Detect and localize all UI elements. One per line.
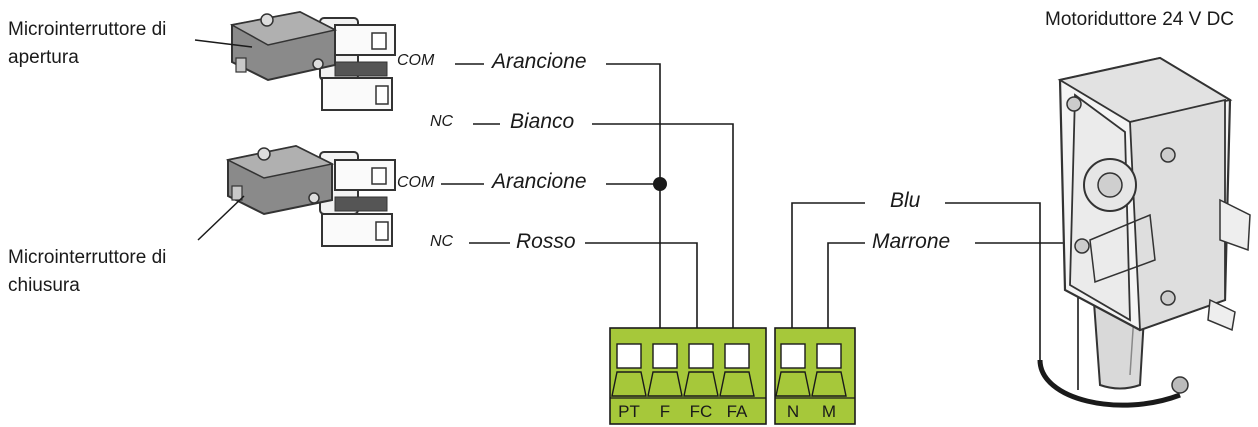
pin-com-2: COM bbox=[397, 174, 435, 191]
wire-marrone bbox=[827, 242, 865, 340]
wire-label-rosso: Rosso bbox=[516, 230, 576, 253]
pin-nc-2: NC bbox=[430, 233, 454, 250]
wire-blu-motor bbox=[945, 202, 1041, 360]
wire-blu bbox=[791, 202, 865, 340]
wire-bianco bbox=[473, 123, 733, 335]
wire-label-arancione-2: Arancione bbox=[492, 170, 587, 193]
wire-label-bianco: Bianco bbox=[510, 110, 575, 133]
wire-rosso bbox=[469, 242, 697, 335]
micro-close-label-line2: chiusura bbox=[8, 275, 80, 296]
wire-label-arancione-1: Arancione bbox=[492, 50, 587, 73]
terminal-fa: FA bbox=[726, 402, 748, 421]
gear-motor-icon bbox=[1037, 56, 1251, 408]
terminal-n: N bbox=[786, 402, 800, 421]
micro-switch-close-icon bbox=[225, 144, 396, 247]
wire-arancione-1 bbox=[455, 63, 660, 335]
leader-line-open bbox=[194, 39, 253, 48]
micro-switch-open-icon bbox=[229, 10, 396, 111]
terminal-fc: FC bbox=[689, 402, 713, 421]
wire-label-blu: Blu bbox=[890, 189, 921, 212]
terminal-m: M bbox=[821, 402, 837, 421]
terminal-block-2 bbox=[774, 327, 856, 425]
micro-open-label-line2: apertura bbox=[8, 47, 79, 68]
micro-open-label-line1: Microinterruttore di bbox=[8, 19, 167, 40]
leader-line-close bbox=[197, 195, 245, 241]
pin-nc-1: NC bbox=[430, 113, 454, 130]
wire-marrone-motor bbox=[975, 242, 1079, 390]
junction-dot bbox=[653, 177, 667, 191]
motor-label: Motoriduttore 24 V DC bbox=[1045, 9, 1235, 30]
wire-label-marrone: Marrone bbox=[872, 230, 951, 253]
terminal-pt: PT bbox=[618, 402, 640, 421]
terminal-f: F bbox=[659, 402, 671, 421]
micro-close-label-line1: Microinterruttore di bbox=[8, 247, 167, 268]
terminal-block-1 bbox=[609, 327, 767, 425]
pin-com-1: COM bbox=[397, 52, 435, 69]
